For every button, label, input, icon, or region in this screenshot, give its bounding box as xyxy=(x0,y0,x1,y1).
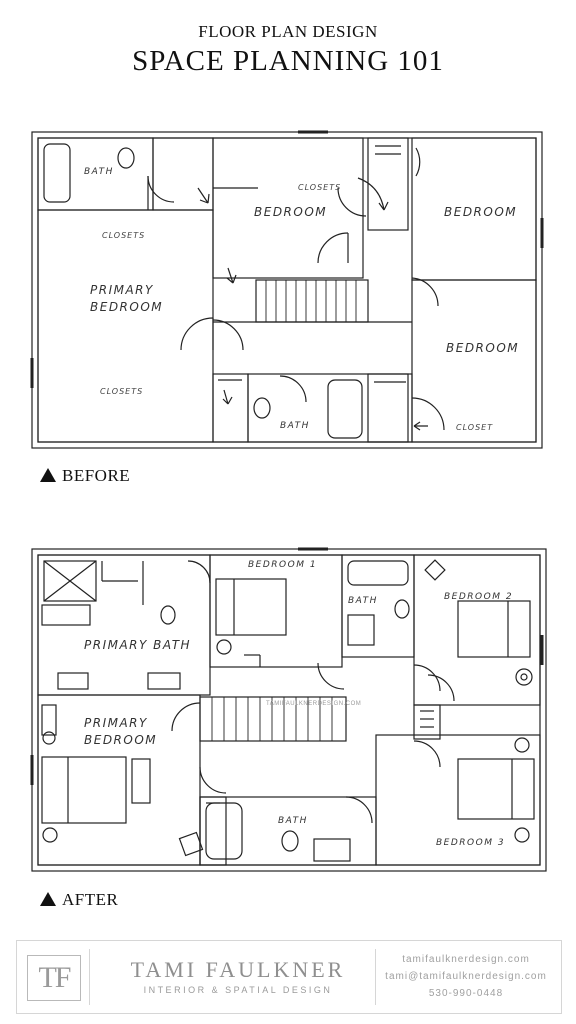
room-label-bedroom-2: BEDROOM 2 xyxy=(444,592,513,602)
brand-block: TAMI FAULKNER INTERIOR & SPATIAL DESIGN xyxy=(103,957,373,995)
brand-name: TAMI FAULKNER xyxy=(130,957,346,982)
after-plan-drawing: BEDROOM 1 BATH BEDROOM 2 PRIMARY BATH PR… xyxy=(30,547,547,872)
brand-logo: TF xyxy=(27,955,81,1001)
room-label-bedroom-3: BEDROOM 3 xyxy=(436,838,505,848)
phone-number: 530-990-0448 xyxy=(428,988,504,999)
note-closet: CLOSET xyxy=(456,423,493,432)
room-label-bath-top: BATH xyxy=(84,167,114,177)
after-floor-plan: BEDROOM 1 BATH BEDROOM 2 PRIMARY BATH PR… xyxy=(28,545,550,875)
room-label-primary-bath: PRIMARY BATH xyxy=(84,638,191,652)
room-label-bedroom-right-top: BEDROOM xyxy=(444,205,517,219)
note-closets-1: CLOSETS xyxy=(298,183,341,192)
room-label-bath-bottom: BATH xyxy=(278,816,308,826)
room-label-primary-bedroom-line1: PRIMARY xyxy=(84,716,148,730)
website-link[interactable]: tamifaulknerdesign.com xyxy=(402,954,530,965)
before-plan-drawing: BATH CLOSETS BEDROOM BEDROOM CLOSETS PRI… xyxy=(30,130,544,449)
triangle-icon xyxy=(40,468,56,482)
triangle-icon xyxy=(40,892,56,906)
before-floor-plan: BATH CLOSETS BEDROOM BEDROOM CLOSETS PRI… xyxy=(28,128,546,452)
room-label-bedroom-1: BEDROOM 1 xyxy=(248,560,317,570)
note-closets-2: CLOSETS xyxy=(102,231,145,240)
room-label-primary-bedroom-line1: PRIMARY xyxy=(90,283,154,297)
before-label: BEFORE xyxy=(40,466,130,486)
after-label: AFTER xyxy=(40,890,118,910)
brand-footer: TF TAMI FAULKNER INTERIOR & SPATIAL DESI… xyxy=(16,940,562,1014)
room-label-bedroom-top: BEDROOM xyxy=(254,205,327,219)
divider xyxy=(375,949,376,1005)
header-kicker: FLOOR PLAN DESIGN xyxy=(198,22,378,41)
header-title: SPACE PLANNING 101 xyxy=(132,45,444,77)
before-label-text: BEFORE xyxy=(62,466,131,485)
room-label-primary-bedroom-line2: BEDROOM xyxy=(90,300,163,314)
note-closets-3: CLOSETS xyxy=(100,387,143,396)
after-label-text: AFTER xyxy=(62,890,119,909)
watermark-text: TAMIFAULKNERDESIGN.COM xyxy=(266,701,362,707)
room-label-bath-mid: BATH xyxy=(348,596,378,606)
header: FLOOR PLAN DESIGN SPACE PLANNING 101 xyxy=(0,22,576,78)
brand-tagline: INTERIOR & SPATIAL DESIGN xyxy=(143,985,333,995)
room-label-primary-bedroom-line2: BEDROOM xyxy=(84,733,157,747)
contact-block: tamifaulknerdesign.com tami@tamifaulkner… xyxy=(377,951,555,1002)
room-label-bath-bottom: BATH xyxy=(280,421,310,431)
room-label-bedroom-right-bottom: BEDROOM xyxy=(446,341,519,355)
divider xyxy=(89,949,90,1005)
email-link[interactable]: tami@tamifaulknerdesign.com xyxy=(385,971,547,982)
